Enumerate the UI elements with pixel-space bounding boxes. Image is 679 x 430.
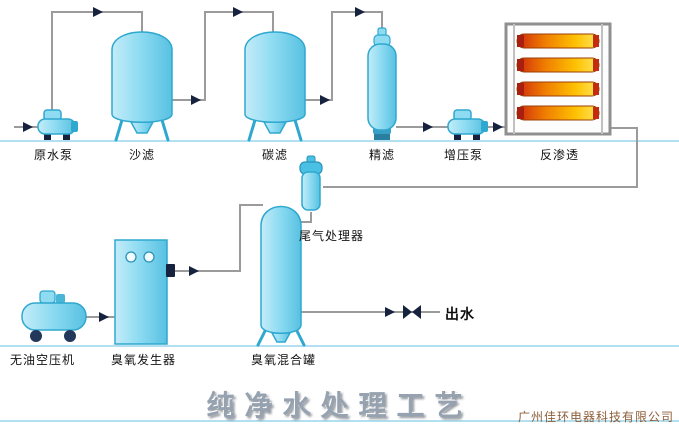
pipe-generator-to-tank bbox=[175, 204, 263, 272]
booster-pump-icon bbox=[447, 109, 488, 140]
label-tail-gas: 尾气处理器 bbox=[299, 229, 365, 243]
flow-arrows bbox=[23, 7, 503, 322]
label-sand-filter: 沙滤 bbox=[129, 148, 156, 162]
sand-filter-icon bbox=[111, 31, 173, 142]
ozone-generator-icon bbox=[114, 239, 175, 345]
flow-arrow-icon bbox=[320, 95, 330, 105]
reverse-osmosis-icon bbox=[504, 22, 612, 136]
fine-filter-icon bbox=[367, 27, 397, 140]
generator-outlet-valve-icon bbox=[166, 264, 175, 277]
flow-arrow-icon bbox=[189, 266, 199, 276]
label-reverse-osmosis: 反渗透 bbox=[540, 148, 580, 162]
label-carbon-filter: 碳滤 bbox=[262, 148, 289, 162]
flow-arrow-icon bbox=[191, 95, 201, 105]
label-raw-water-pump: 原水泵 bbox=[34, 148, 74, 162]
flow-arrow-icon bbox=[423, 122, 433, 132]
raw-water-pump-icon bbox=[37, 109, 78, 140]
tail-gas-processor-icon bbox=[299, 155, 323, 211]
flow-arrow-icon bbox=[355, 7, 365, 17]
carbon-filter-icon bbox=[244, 31, 306, 142]
pipe-tailgas-neck bbox=[300, 212, 312, 223]
label-fine-filter: 精滤 bbox=[369, 148, 396, 162]
company-name: 广州佳环电器科技有限公司 bbox=[517, 410, 674, 424]
pipe-ro-to-tank bbox=[323, 127, 638, 188]
flow-arrow-icon bbox=[93, 7, 103, 17]
air-compressor-icon bbox=[21, 290, 87, 342]
flow-arrow-icon bbox=[493, 122, 503, 132]
label-water-out: 出水 bbox=[445, 306, 475, 322]
label-ozone-generator: 臭氧发生器 bbox=[111, 353, 177, 367]
label-ozone-mix-tank: 臭氧混合罐 bbox=[251, 353, 317, 367]
flow-arrow-icon bbox=[385, 307, 395, 317]
ro-membrane-tubes bbox=[516, 33, 600, 121]
flow-arrow-icon bbox=[23, 122, 33, 132]
outlet-valve-icon bbox=[403, 305, 421, 319]
label-booster-pump: 增压泵 bbox=[444, 148, 484, 162]
flow-arrow-icon bbox=[99, 312, 109, 322]
ozone-mixing-tank-icon bbox=[256, 205, 306, 347]
label-air-compressor: 无油空压机 bbox=[10, 353, 76, 367]
diagram-title: 纯净水处理工艺 bbox=[206, 390, 473, 421]
flow-arrow-icon bbox=[233, 7, 243, 17]
